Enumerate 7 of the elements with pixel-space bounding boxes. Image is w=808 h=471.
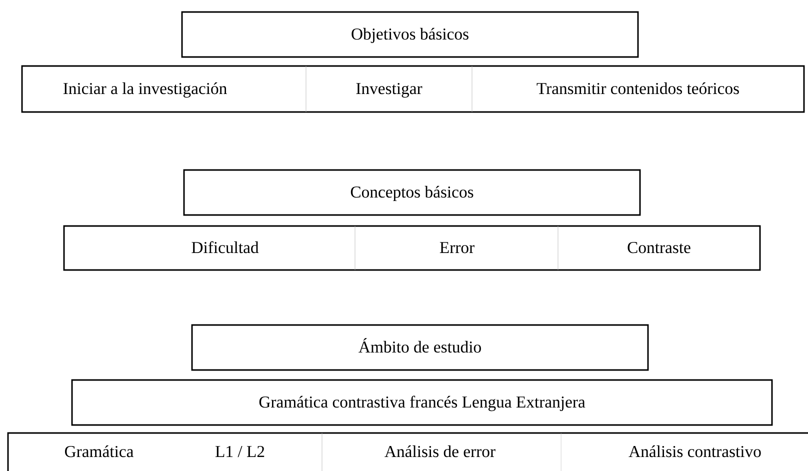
category-row: Gramática L1 / L2 Análisis de error Análisis contrastivo bbox=[7, 432, 808, 471]
heading-box: Conceptos básicos bbox=[183, 169, 641, 216]
category-row: Dificultad Error Contraste bbox=[63, 225, 761, 271]
heading-box: Ámbito de estudio bbox=[191, 324, 649, 371]
heading-box: Objetivos básicos bbox=[181, 11, 639, 58]
category-row: Iniciar a la investigación Investigar Transmitir contenidos teóricos bbox=[21, 65, 805, 113]
heading-box: Gramática contrastiva francés Lengua Extranjera bbox=[71, 379, 773, 426]
